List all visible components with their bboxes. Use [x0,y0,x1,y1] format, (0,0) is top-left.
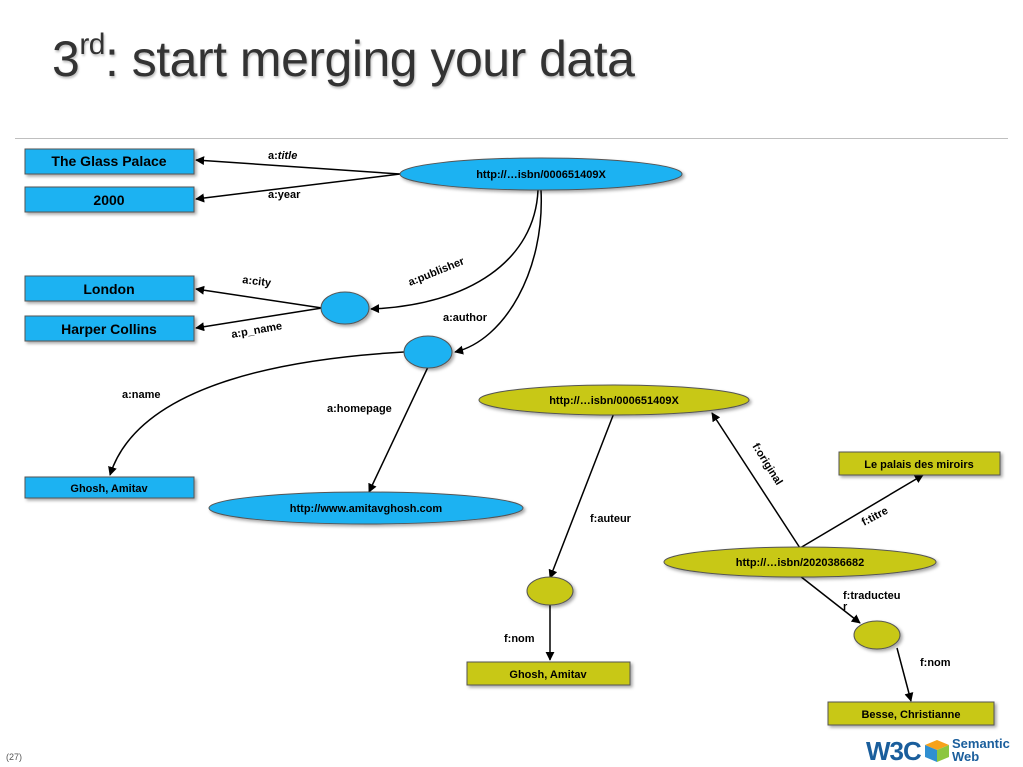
year-value-text: 2000 [93,192,124,208]
label-year: a:year [268,189,301,201]
node-author-name-value: Ghosh, Amitav [24,476,195,499]
edge-city [195,285,323,309]
edge-nom-traducteur [896,647,914,702]
node-year-value: 2000 [24,186,195,213]
edge-year [195,173,401,203]
label-traducteur-line2: r [843,601,848,613]
node-title-value: The Glass Palace [24,148,195,175]
page-number: (27) [6,752,23,762]
translation-uri-text: http://…isbn/2020386682 [736,557,864,569]
title-rest: : start merging your data [105,31,635,87]
edge-publisher [370,189,539,314]
edge-name [108,351,405,476]
edge-traducteur [799,575,861,624]
titre-value-text: Le palais des miroirs [864,459,973,471]
title-superscript: rd [79,28,105,61]
pname-value-text: Harper Collins [61,321,157,337]
label-city: a:city [242,274,273,290]
label-p-name: a:p_name [230,320,283,341]
edge-author [454,189,542,355]
auteur-name-value-text: Ghosh, Amitav [509,669,587,681]
node-city-value: London [24,275,195,302]
semantic-web-line2: Web [952,749,980,764]
book-uri-text: http://…isbn/000651409X [476,169,606,181]
edge-title [195,156,401,175]
slide-title: 3rd: start merging your data [52,28,635,88]
author-name-value-text: Ghosh, Amitav [70,483,148,495]
label-original: f:original [749,441,784,487]
semantic-web-cube-icon [925,740,949,762]
edge-homepage [368,366,429,493]
semantic-web-line1: Semantic [952,736,1010,751]
english-nodes: The Glass Palace 2000 London Harper Coll… [24,148,683,525]
title-main: 3 [52,31,80,87]
w3c-logo-text: W3C [866,736,922,766]
city-value-text: London [83,281,134,297]
label-author: a:author [443,312,488,324]
label-nom-auteur: f:nom [504,633,535,645]
label-auteur: f:auteur [590,513,632,525]
node-author-blank [403,335,453,369]
node-book: http://…isbn/000651409X [399,157,683,191]
node-original: http://…isbn/000651409X [478,384,750,416]
node-auteur-blank [526,576,574,606]
french-edges [545,412,924,702]
label-titre: f:titre [860,505,890,529]
w3c-semantic-web-logo: W3C Semantic Web [866,736,1023,766]
english-edges [108,156,542,493]
node-pname-value: Harper Collins [24,315,195,342]
traducteur-name-value-text: Besse, Christianne [861,709,960,721]
node-traducteur-blank [853,620,901,650]
edge-titre [799,474,924,549]
semantic-web-label: Semantic Web [952,737,1010,763]
label-publisher: a:publisher [407,255,467,289]
title-divider [15,138,1008,139]
node-auteur-name-value: Ghosh, Amitav [466,661,631,686]
node-titre-value: Le palais des miroirs [838,451,1001,476]
label-nom-traducteur: f:nom [920,657,951,669]
node-translation: http://…isbn/2020386682 [663,546,937,578]
title-value-text: The Glass Palace [51,153,166,169]
french-nodes: http://…isbn/000651409X http://…isbn/202… [466,384,1001,726]
label-title: a:title [268,150,297,162]
node-publisher-blank [320,291,370,325]
node-homepage: http://www.amitavghosh.com [208,491,524,525]
edge-original [711,412,801,549]
node-traducteur-name-value: Besse, Christianne [827,701,995,726]
edge-auteur [548,412,615,579]
edge-p-name [195,307,323,332]
label-name: a:name [122,389,161,401]
label-homepage: a:homepage [327,403,392,415]
original-uri-text: http://…isbn/000651409X [549,395,679,407]
label-traducteur-line1: f:traducteu [843,590,900,602]
homepage-uri-text: http://www.amitavghosh.com [290,503,443,515]
